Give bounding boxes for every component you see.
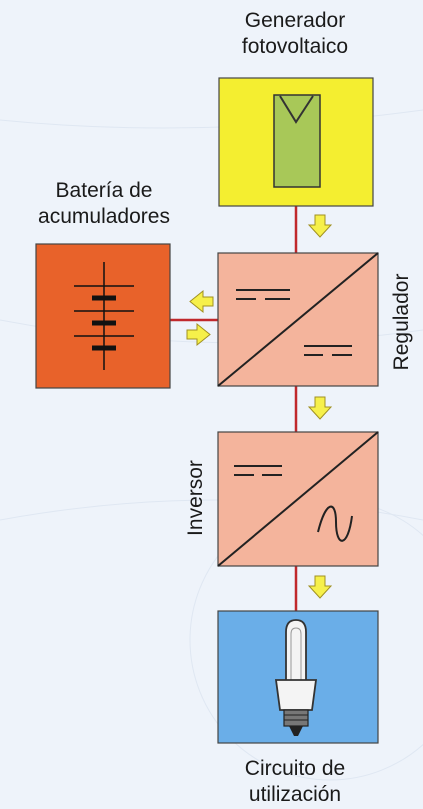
arrow-down-inverter [307,575,333,599]
arrow-down-generator [307,214,333,238]
dc-ac-converter-icon [217,431,379,567]
regulator-box [217,252,379,387]
cfl-lamp-icon [274,619,318,736]
regulator-label: Regulador [390,273,413,371]
arrow-down-regulator [307,396,333,420]
flow-arrows [186,214,333,599]
inverter-label: Inversor [184,460,207,536]
load-box [217,610,379,744]
load-label: Circuito de utilización [244,757,346,806]
solar-panel-icon [273,94,321,188]
inverter-box [217,431,379,567]
generator-label: Generador fotovoltaico [241,9,349,58]
dc-dc-converter-icon [217,252,379,387]
arrow-right-battery [186,322,211,347]
battery-stack-icon [74,262,134,370]
battery-label: Batería de acumuladores [38,179,170,228]
wires [170,206,298,611]
arrow-left-battery [189,289,214,314]
generator-box [218,77,374,207]
battery-box [35,243,171,389]
